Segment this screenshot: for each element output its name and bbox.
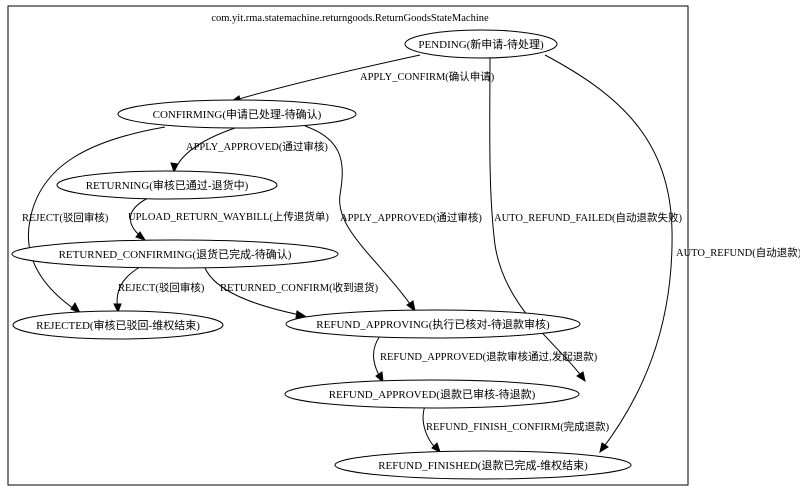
edge-label-auto-refund-failed: AUTO_REFUND_FAILED(自动退款失败) <box>494 211 683 224</box>
state-confirming-label: CONFIRMING(申请已处理-待确认) <box>153 107 322 121</box>
diagram-title: com.yit.rma.statemachine.returngoods.Ret… <box>211 13 489 24</box>
edge-auto-refund <box>544 54 673 454</box>
diagram-frame <box>7 5 689 486</box>
edge-refund-finish-confirm <box>422 405 441 453</box>
edge-label-apply-approved-to-refund-approving: APPLY_APPROVED(通过审核) <box>340 211 482 224</box>
state-refund-approving: REFUND_APPROVING(执行已核对-待退款审核) <box>285 309 581 339</box>
state-confirming: CONFIRMING(申请已处理-待确认) <box>117 99 357 129</box>
edge-apply-approved-to-returning <box>170 127 236 174</box>
edge-label-apply-approved-to-returning: APPLY_APPROVED(通过审核) <box>186 140 328 153</box>
state-refund-finished-label: REFUND_FINISHED(退款已完成-维权结束) <box>378 458 588 472</box>
edge-label-auto-refund: AUTO_REFUND(自动退款) <box>676 246 800 259</box>
edge-auto-refund-failed <box>489 57 586 383</box>
state-rejected: REJECTED(审核已驳回-维权结束) <box>12 310 224 340</box>
state-returned-confirming: RETURNED_CONFIRMING(退货已完成-待确认) <box>11 239 339 269</box>
state-returning-label: RETURNING(审核已通过-退货中) <box>86 178 249 192</box>
edge-label-refund-approved: REFUND_APPROVED(退款审核通过,发起退款) <box>380 350 598 363</box>
edge-label-returned-confirm: RETURNED_CONFIRM(收到退货) <box>220 281 379 294</box>
state-refund-finished: REFUND_FINISHED(退款已完成-维权结束) <box>334 450 632 480</box>
edge-label-apply-confirm: APPLY_CONFIRM(确认申请) <box>360 70 495 83</box>
edge-label-upload-return-waybill: UPLOAD_RETURN_WAYBILL(上传退货单) <box>128 210 329 223</box>
edge-label-reject-from-confirming: REJECT(驳回审核) <box>22 211 109 224</box>
state-refund-approving-label: REFUND_APPROVING(执行已核对-待退款审核) <box>316 317 550 331</box>
state-rejected-label: REJECTED(审核已驳回-维权结束) <box>36 318 200 332</box>
edge-apply-approved-to-refund-approving <box>304 125 416 313</box>
edge-reject-from-returned-confirming <box>113 266 141 314</box>
state-refund-approved-label: REFUND_APPROVED(退款已审核-待退款) <box>329 387 536 401</box>
state-returned-confirming-label: RETURNED_CONFIRMING(退货已完成-待确认) <box>59 247 292 261</box>
edge-refund-approved <box>373 335 384 384</box>
edge-label-reject-from-returned-confirming: REJECT(驳回审核) <box>118 281 205 294</box>
state-pending-label: PENDING(新申请-待处理) <box>418 37 544 51</box>
edge-label-refund-finish-confirm: REFUND_FINISH_CONFIRM(完成退款) <box>426 420 610 433</box>
edge-returned-confirm <box>204 267 307 319</box>
edge-upload-return-waybill <box>129 197 149 241</box>
state-refund-approved: REFUND_APPROVED(退款已审核-待退款) <box>284 379 580 409</box>
state-returning: RETURNING(审核已通过-退货中) <box>56 170 278 200</box>
state-pending: PENDING(新申请-待处理) <box>404 29 558 59</box>
edge-reject-from-confirming <box>28 126 166 315</box>
